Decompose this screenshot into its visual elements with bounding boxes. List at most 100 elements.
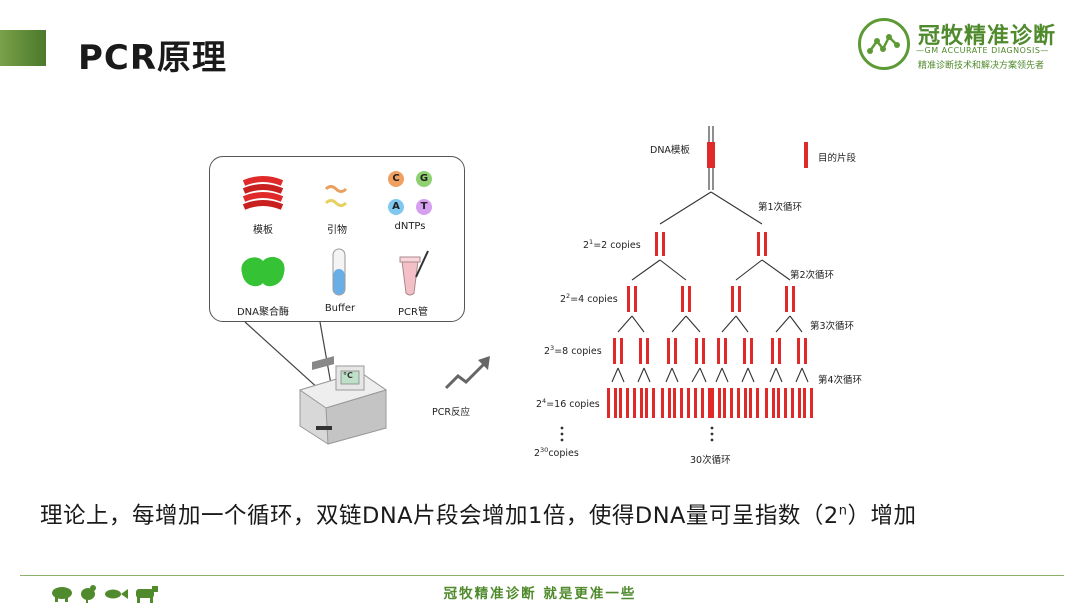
target-fragment-label: 目的片段	[818, 153, 857, 164]
duplex-l4-1-right	[614, 388, 617, 418]
copies-label-3: 23=8 copies	[544, 344, 602, 358]
duplex-l3-4-left	[695, 338, 698, 364]
duplex-l3-8-right	[804, 338, 807, 364]
chicken-icon	[81, 585, 96, 603]
reagent-panel: 模板 引物 C G A T dNTPs DNA聚合酶 Buffer PCR管	[209, 156, 465, 322]
branch-l4-9	[715, 367, 723, 383]
branch-l4-1	[611, 367, 619, 383]
duplex-l4-6-right	[680, 388, 683, 418]
duplex-l4-12-right	[756, 388, 759, 418]
duplex-l2-4-right	[792, 286, 795, 312]
branch-l3-2	[631, 315, 645, 333]
duplex-l4-16-left	[803, 388, 806, 418]
duplex-l4-9-right	[718, 388, 721, 418]
cycle-3-label: 第3次循环	[810, 321, 855, 332]
duplex-l4-2-left	[619, 388, 622, 418]
copies-label-4: 24=16 copies	[536, 397, 600, 411]
duplex-l4-8-right	[708, 388, 711, 418]
duplex-l4-11-right	[744, 388, 747, 418]
logo-mark	[858, 18, 910, 70]
branch-l4-14	[775, 367, 783, 383]
target-fragment-legend	[804, 142, 808, 168]
duplex-l4-10-right	[730, 388, 733, 418]
branch-l4-10	[721, 367, 729, 383]
duplex-l4-7-left	[687, 388, 690, 418]
duplex-l4-15-left	[791, 388, 794, 418]
duplex-l4-2-right	[626, 388, 629, 418]
duplex-l4-3-right	[640, 388, 643, 418]
duplex-l3-2-right	[646, 338, 649, 364]
duplex-l2-1-left	[627, 286, 630, 312]
duplex-l2-3-left	[731, 286, 734, 312]
fish-icon	[105, 589, 128, 599]
duplex-l4-5-left	[661, 388, 664, 418]
duplex-l3-3-right	[674, 338, 677, 364]
thermocycler-display: °C	[343, 371, 353, 380]
duplex-l4-5-right	[668, 388, 671, 418]
polymerase-icon	[241, 257, 285, 287]
duplex-l4-4-left	[645, 388, 648, 418]
branch-l4-5	[665, 367, 673, 383]
branch-l2-3	[735, 259, 763, 281]
polymerase-label: DNA聚合酶	[236, 307, 290, 318]
logo-english: —GM ACCURATE DIAGNOSIS—	[916, 46, 1049, 55]
duplex-l4-1-left	[607, 388, 610, 418]
duplex-l4-9-left	[711, 388, 714, 418]
duplex-l4-13-right	[772, 388, 775, 418]
duplex-l3-1-right	[620, 338, 623, 364]
duplex-l3-5-left	[717, 338, 720, 364]
explanation-caption: 理论上，每增加一个循环，双链DNA片段会增加1倍，使得DNA量可呈指数（2n）增…	[40, 503, 917, 529]
logo-slogan: 精准诊断技术和解决方案领先者	[918, 61, 1045, 71]
cow-icon	[136, 586, 158, 603]
ellipsis-dot-6	[710, 438, 714, 442]
branch-1-left	[659, 191, 712, 225]
cycle-2-label: 第2次循环	[790, 270, 835, 281]
company-logo: 冠牧精准诊断 —GM ACCURATE DIAGNOSIS— 精准诊断技术和解决…	[856, 14, 1068, 76]
thermocycler-illustration	[244, 321, 388, 445]
duplex-l3-7-left	[771, 338, 774, 364]
duplex-l4-7-right	[694, 388, 697, 418]
buffer-tube-icon	[332, 248, 346, 296]
duplex-l3-6-right	[750, 338, 753, 364]
trend-arrow-icon	[444, 356, 490, 390]
branch-l3-5	[721, 315, 737, 333]
duplex-l4-3-left	[633, 388, 636, 418]
ellipsis-dot-4	[710, 426, 714, 430]
duplex-l4-12-left	[749, 388, 752, 418]
logo-name: 冠牧精准诊断	[918, 23, 1057, 49]
dna-template-label: DNA模板	[650, 145, 690, 156]
duplex-l3-2-left	[639, 338, 642, 364]
duplex-l4-13-left	[765, 388, 768, 418]
duplex-l4-16-right	[810, 388, 813, 418]
duplex-l3-5-right	[724, 338, 727, 364]
duplex-l3-1-left	[613, 338, 616, 364]
duplex-l4-6-left	[673, 388, 676, 418]
duplex-l1-2-left	[757, 232, 760, 256]
branch-l3-6	[735, 315, 749, 333]
base-t: T	[416, 199, 432, 215]
duplex-l1-1-left	[655, 232, 658, 256]
branch-l4-8	[699, 367, 707, 383]
branch-l2-4	[761, 259, 791, 281]
branch-l4-11	[741, 367, 749, 383]
base-g: G	[416, 171, 432, 187]
ellipsis-dot-1	[560, 426, 564, 430]
title-accent-bar	[0, 30, 46, 66]
branch-l4-13	[769, 367, 777, 383]
branch-l2-1	[631, 259, 661, 281]
branch-l3-1	[617, 315, 633, 333]
branch-l4-3	[637, 367, 645, 383]
branch-l4-2	[617, 367, 625, 383]
pcr-amplification-diagram	[560, 126, 813, 442]
ellipsis-dot-3	[560, 438, 564, 442]
duplex-l2-2-right	[688, 286, 691, 312]
pig-icon	[52, 587, 72, 602]
duplex-l1-1-right	[662, 232, 665, 256]
footer-divider	[20, 575, 1064, 576]
duplex-l2-4-left	[785, 286, 788, 312]
duplex-l3-3-left	[667, 338, 670, 364]
branch-l4-7	[691, 367, 701, 383]
copies-label-2: 22=4 copies	[560, 292, 618, 306]
base-a: A	[388, 199, 404, 215]
duplex-l4-15-right	[798, 388, 801, 418]
